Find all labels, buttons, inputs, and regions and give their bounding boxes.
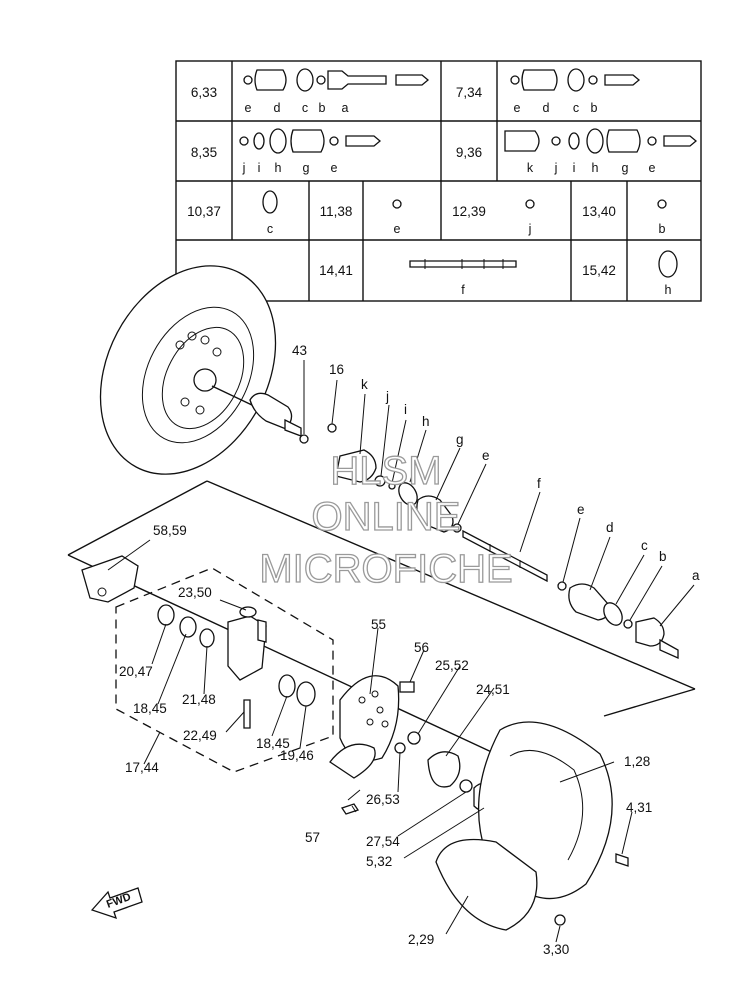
kit-11-clip bbox=[392, 199, 402, 209]
callout-58-59: 58,59 bbox=[153, 523, 187, 538]
callout-57: 57 bbox=[305, 830, 320, 845]
callout-d: d bbox=[606, 520, 614, 535]
watermark-line1: HLSM bbox=[330, 449, 441, 493]
kit-label: 14,41 bbox=[319, 263, 353, 278]
callout-c: c bbox=[641, 538, 648, 553]
callout-22-49: 22,49 bbox=[183, 728, 217, 743]
callout-1-28: 1,28 bbox=[624, 754, 650, 769]
kit-letter: j bbox=[528, 222, 532, 236]
kit-letter: e bbox=[649, 161, 656, 175]
callout-16: 16 bbox=[329, 362, 344, 377]
callout-4-31: 4,31 bbox=[626, 800, 652, 815]
kit-letter: b bbox=[319, 101, 326, 115]
brake-disc bbox=[329, 675, 415, 779]
callout-i: i bbox=[404, 402, 407, 417]
outer-joint-assembly bbox=[557, 581, 679, 660]
kit-letter: c bbox=[302, 101, 308, 115]
kit-label: 7,34 bbox=[456, 85, 483, 100]
callout-h: h bbox=[422, 414, 430, 429]
kit-letter: a bbox=[342, 101, 349, 115]
callout-26-53: 26,53 bbox=[366, 792, 400, 807]
kit-letter: b bbox=[659, 222, 666, 236]
kit-8-parts bbox=[239, 128, 382, 154]
callout-27-54: 27,54 bbox=[366, 834, 400, 849]
kit-letter: g bbox=[303, 161, 310, 175]
kit-letter: j bbox=[554, 161, 558, 175]
callout-25-52: 25,52 bbox=[435, 658, 469, 673]
kit-letter: i bbox=[573, 161, 576, 175]
kit-letter: e bbox=[331, 161, 338, 175]
callout-g: g bbox=[456, 432, 464, 447]
fwd-arrow-icon: FWD bbox=[90, 887, 143, 920]
lower-wheel bbox=[435, 721, 629, 931]
kit-letter: e bbox=[514, 101, 521, 115]
knuckle-assembly bbox=[81, 555, 316, 729]
kit-10-band bbox=[262, 190, 278, 214]
callout-3-30: 3,30 bbox=[543, 942, 569, 957]
callout-f: f bbox=[537, 476, 541, 491]
upper-driveshaft bbox=[211, 385, 309, 444]
kit-letter: c bbox=[573, 101, 579, 115]
kit-6-parts bbox=[243, 68, 430, 92]
callout-e-inner: e bbox=[482, 448, 490, 463]
callout-23-50: 23,50 bbox=[178, 585, 212, 600]
kit-letter: d bbox=[274, 101, 281, 115]
callout-20-47: 20,47 bbox=[119, 664, 153, 679]
watermark-line3: MICROFICHE bbox=[259, 547, 512, 591]
kit-letter: f bbox=[461, 283, 465, 297]
callout-21-48: 21,48 bbox=[182, 692, 216, 707]
kit-15-band bbox=[658, 250, 678, 278]
kit-letter: e bbox=[394, 222, 401, 236]
callout-55: 55 bbox=[371, 617, 386, 632]
callout-56: 56 bbox=[414, 640, 429, 655]
kit-label: 10,37 bbox=[187, 204, 221, 219]
kit-letter: c bbox=[267, 222, 273, 236]
callout-19-46: 19,46 bbox=[280, 748, 314, 763]
kit-label: 6,33 bbox=[191, 85, 217, 100]
kit-13-clip bbox=[657, 199, 667, 209]
callout-k: k bbox=[361, 377, 368, 392]
callout-2-29: 2,29 bbox=[408, 932, 434, 947]
kit-letter: g bbox=[622, 161, 629, 175]
callout-43: 43 bbox=[292, 343, 307, 358]
inner-joint-assembly bbox=[327, 423, 462, 533]
kit-letter: h bbox=[665, 283, 672, 297]
kit-label: 9,36 bbox=[456, 145, 482, 160]
kit-label: 13,40 bbox=[582, 204, 616, 219]
kit-letter: h bbox=[592, 161, 599, 175]
kit-letter: i bbox=[258, 161, 261, 175]
lower-leaders bbox=[107, 539, 633, 943]
upper-wheel bbox=[99, 265, 277, 475]
callout-j: j bbox=[385, 389, 389, 404]
callout-18-45-b: 18,45 bbox=[256, 736, 290, 751]
pin-57 bbox=[340, 803, 360, 815]
kit-9-parts bbox=[504, 128, 698, 154]
kit-letter: k bbox=[527, 161, 534, 175]
kit-letter: h bbox=[275, 161, 282, 175]
kit-letter: e bbox=[245, 101, 252, 115]
callout-5-32: 5,32 bbox=[366, 854, 392, 869]
kit-label: 12,39 bbox=[452, 204, 486, 219]
kit-letter: j bbox=[242, 161, 246, 175]
kit-14-shaft bbox=[409, 259, 517, 269]
callout-b: b bbox=[659, 549, 667, 564]
kit-label: 8,35 bbox=[191, 145, 217, 160]
callout-a: a bbox=[692, 568, 700, 583]
callout-18-45-a: 18,45 bbox=[133, 701, 167, 716]
kit-7-parts bbox=[510, 68, 641, 92]
callout-24-51: 24,51 bbox=[476, 682, 510, 697]
callout-e-outer: e bbox=[577, 502, 585, 517]
kit-letter: b bbox=[591, 101, 598, 115]
kit-table: 6,33 e d c b a 7,34 e d c b 8,35 bbox=[175, 60, 702, 302]
kit-label: 11,38 bbox=[320, 204, 353, 219]
kit-label: 15,42 bbox=[582, 263, 616, 278]
center-shaft bbox=[462, 529, 548, 583]
kit-letter: d bbox=[543, 101, 550, 115]
watermark-line2: ONLINE bbox=[312, 495, 461, 539]
upper-leaders bbox=[303, 360, 695, 627]
kit-12-clip bbox=[525, 199, 535, 209]
callout-17-44: 17,44 bbox=[125, 760, 159, 775]
watermark: HLSM ONLINE MICROFICHE bbox=[259, 448, 514, 591]
